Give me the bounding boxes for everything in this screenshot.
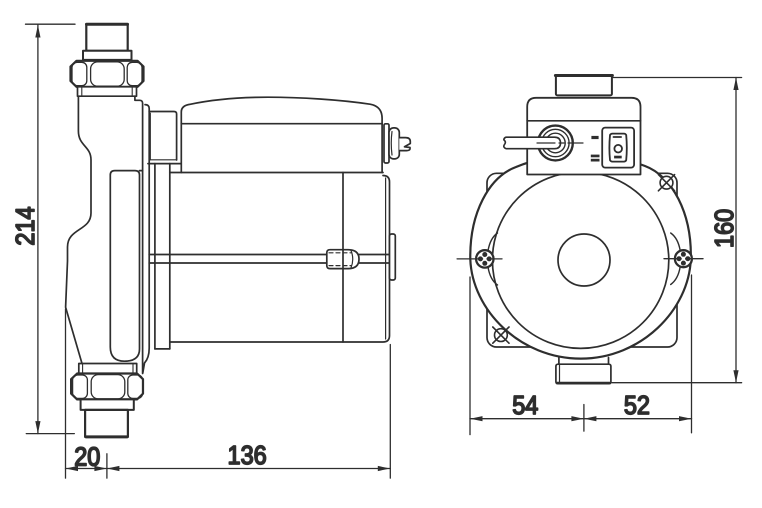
- svg-text:214: 214: [12, 206, 40, 245]
- svg-text:136: 136: [228, 442, 267, 470]
- svg-text:52: 52: [624, 392, 650, 420]
- svg-text:54: 54: [512, 392, 538, 420]
- svg-text:160: 160: [711, 209, 739, 248]
- svg-text:20: 20: [74, 444, 100, 472]
